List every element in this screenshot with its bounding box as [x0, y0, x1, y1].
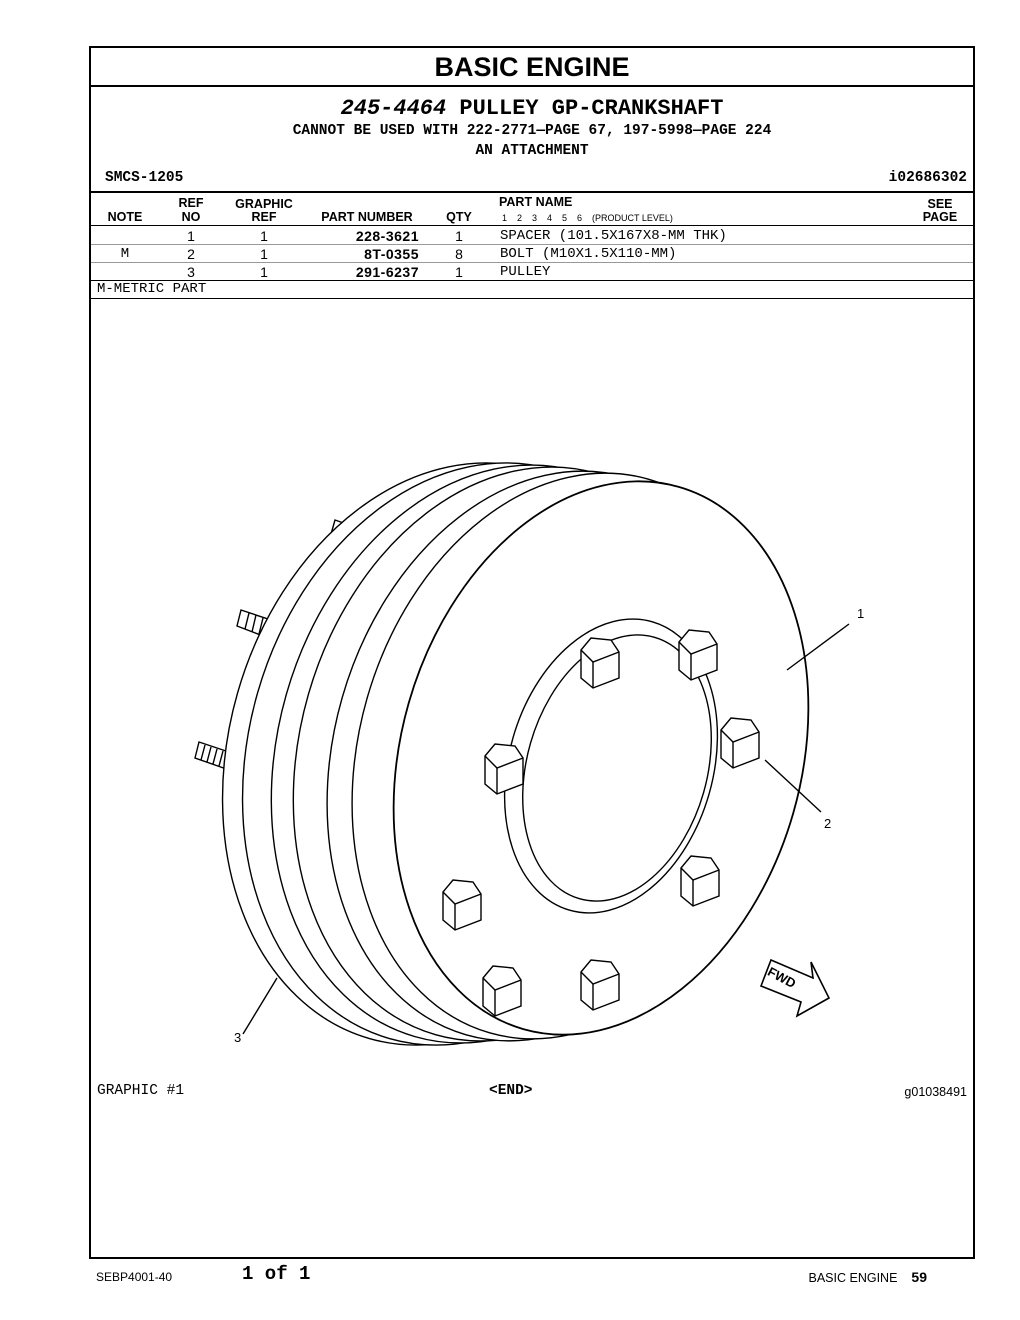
footer-section: BASIC ENGINE [808, 1271, 898, 1285]
page-frame: BASIC ENGINE 245-4464 PULLEY GP-CRANKSHA… [89, 46, 975, 1259]
smcs-code: SMCS-1205 [105, 170, 184, 186]
metric-footnote: M-METRIC PART [97, 281, 207, 297]
row-part-number: 228-3621 [355, 228, 419, 244]
group-number: 245-4464 [340, 96, 447, 121]
row-graphic-ref: 1 [260, 228, 268, 244]
table-top-rule [91, 191, 973, 193]
footnote-rule [91, 298, 973, 299]
group-name: PULLEY GP-CRANKSHAFT [459, 96, 724, 121]
callout-1: 1 [857, 606, 865, 621]
row-part-number: 291-6237 [355, 264, 419, 280]
header-see-page-1: SEE [927, 197, 953, 211]
bolt-heads [442, 629, 760, 1017]
fwd-arrow [759, 958, 831, 1018]
row-rule [91, 244, 973, 245]
leader-2 [764, 759, 822, 813]
header-ref-no-1: REF [178, 196, 204, 210]
graphic-label: GRAPHIC #1 [97, 1083, 185, 1099]
row-part-number: 8T-0355 [364, 246, 419, 262]
header-rule [91, 225, 973, 226]
header-graphic-ref-2: REF [251, 210, 277, 224]
header-part-name: PART NAME [499, 195, 573, 209]
header-note: NOTE [107, 210, 143, 224]
row-ref-no: 3 [187, 264, 195, 280]
illustration-id: i02686302 [888, 170, 967, 186]
row-graphic-ref: 1 [260, 246, 268, 262]
graphic-id: g01038491 [904, 1085, 967, 1099]
group-heading: 245-4464 PULLEY GP-CRANKSHAFT [91, 96, 973, 121]
row-qty: 8 [455, 246, 463, 262]
row-rule [91, 262, 973, 263]
header-ref-no-2: NO [181, 210, 201, 224]
page-of: 1 of 1 [242, 1263, 311, 1285]
pulley-illustration [194, 462, 850, 1046]
leader-1 [786, 623, 850, 671]
leader-3 [242, 977, 278, 1035]
header-part-number: PART NUMBER [321, 210, 413, 224]
footer-right: BASIC ENGINE 59 [809, 1269, 928, 1285]
category-note: AN ATTACHMENT [475, 143, 589, 159]
header-graphic-ref-1: GRAPHIC [235, 197, 293, 211]
row-qty: 1 [455, 264, 463, 280]
row-qty: 1 [455, 228, 463, 244]
callout-3: 3 [234, 1030, 242, 1045]
row-part-name: PULLEY [500, 264, 551, 280]
row-note: M [120, 246, 130, 262]
row-part-name: BOLT (M10X1.5X110-MM) [500, 246, 677, 262]
restriction-note: CANNOT BE USED WITH 222-2771—PAGE 67, 19… [292, 123, 772, 139]
page-number: 59 [911, 1269, 927, 1285]
row-ref-no: 2 [187, 246, 195, 262]
header-see-page-2: PAGE [922, 210, 958, 224]
callout-2: 2 [824, 816, 832, 831]
doc-number: SEBP4001-40 [96, 1270, 173, 1284]
end-marker: <END> [489, 1083, 533, 1099]
header-product-level: 1 2 3 4 5 6 (PRODUCT LEVEL) [502, 213, 673, 223]
row-ref-no: 1 [187, 228, 195, 244]
row-graphic-ref: 1 [260, 264, 268, 280]
rows-bottom-rule [91, 280, 973, 281]
section-title: BASIC ENGINE [91, 48, 973, 87]
header-qty: QTY [446, 210, 472, 224]
row-part-name: SPACER (101.5X167X8-MM THK) [500, 228, 727, 244]
